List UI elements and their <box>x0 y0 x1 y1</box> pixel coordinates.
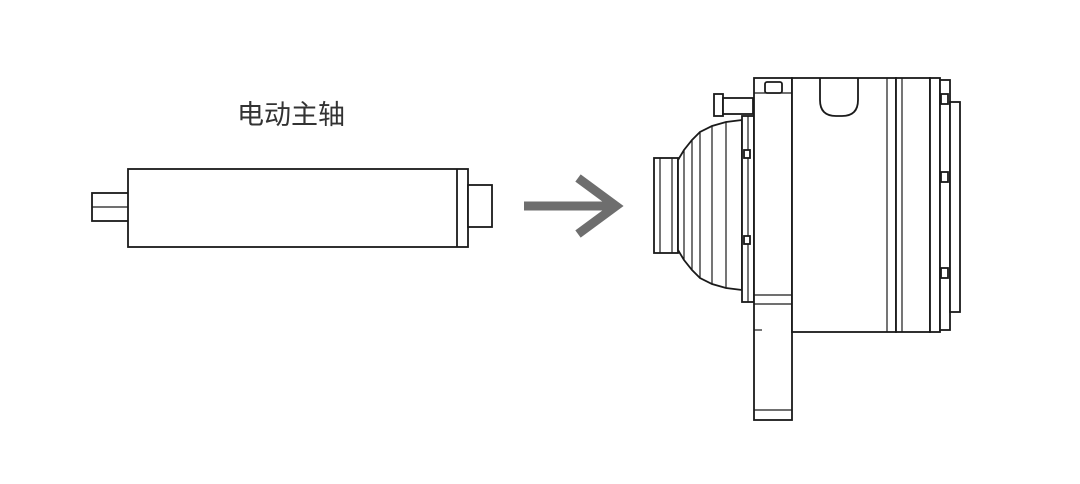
spindle-body <box>127 168 469 248</box>
rear-ring <box>895 77 931 333</box>
electric-spindle <box>91 168 493 248</box>
spindle-shaft-right <box>467 184 493 228</box>
spindle-label: 电动主轴 <box>237 100 345 131</box>
rear-cap <box>949 101 961 313</box>
mounting-plate <box>753 77 793 421</box>
front-cap <box>653 157 679 254</box>
rotary-unit <box>653 77 961 421</box>
top-bolt <box>713 93 724 117</box>
bellows <box>677 118 743 292</box>
right-arrow-icon <box>524 174 624 238</box>
